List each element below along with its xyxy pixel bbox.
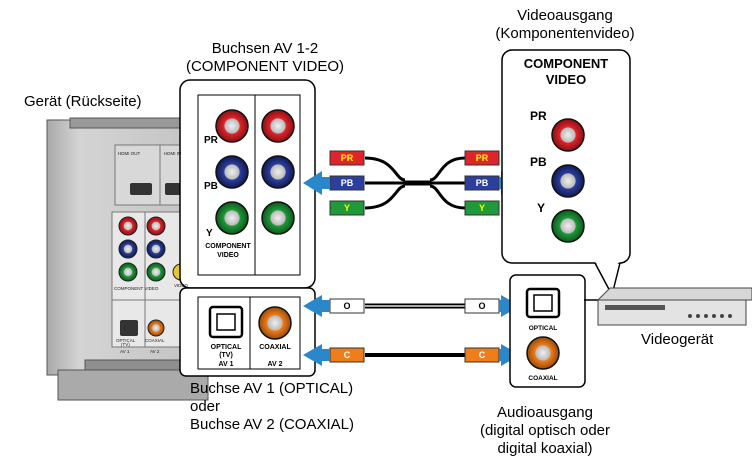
recv-hdmi-out-text: HDMI OUT bbox=[118, 151, 140, 156]
source-audio-panel bbox=[509, 274, 600, 388]
plug-pr-left: PR bbox=[341, 153, 354, 163]
source-component-title2: VIDEO bbox=[546, 72, 586, 87]
video-device-illustration bbox=[596, 287, 752, 326]
recv-optical-text: OPTICAL bbox=[116, 338, 136, 343]
input-line1: Buchse AV 1 (OPTICAL) bbox=[190, 380, 354, 397]
av-audio-inset bbox=[179, 287, 316, 377]
source-optical-label: OPTICAL bbox=[529, 325, 558, 332]
inset-component-caption1: COMPONENT bbox=[205, 243, 251, 250]
recv-component-text: COMPONENT VIDEO bbox=[114, 286, 159, 291]
plug-optical-left: O bbox=[343, 301, 350, 311]
inset-tv-label: (TV) bbox=[219, 352, 233, 359]
recv-tv-text: (TV) bbox=[121, 342, 130, 347]
inset-pr-label: PR bbox=[204, 135, 219, 146]
inset-optical-label: OPTICAL bbox=[211, 344, 242, 351]
receiver-component-jacks bbox=[118, 216, 166, 282]
receiver-optical-jack bbox=[120, 320, 138, 336]
source-coaxial-label: COAXIAL bbox=[528, 375, 557, 382]
plug-coaxial-right: C bbox=[479, 350, 486, 360]
inset-av2-label: AV 2 bbox=[267, 361, 282, 368]
inset-y-label: Y bbox=[206, 228, 213, 239]
source-component-title1: COMPONENT bbox=[524, 56, 609, 71]
plug-pb-left: PB bbox=[341, 178, 354, 188]
plug-pb-right: PB bbox=[476, 178, 489, 188]
plug-pr-right: PR bbox=[476, 153, 489, 163]
source-y-label: Y bbox=[537, 201, 545, 215]
audio-out-line3: digital koaxial) bbox=[497, 440, 593, 457]
av12-label-line1: Buchsen AV 1-2 bbox=[211, 40, 319, 57]
av12-label: Buchsen AV 1-2 (COMPONENT VIDEO) bbox=[175, 40, 355, 76]
source-pr-label: PR bbox=[530, 109, 547, 123]
recv-hdmi-in-text: HDMI IN bbox=[164, 151, 181, 156]
recv-av2-text: AV 2 bbox=[150, 349, 160, 354]
audio-cables bbox=[329, 298, 500, 363]
source-pb-label: PB bbox=[530, 155, 547, 169]
inset-av1-label: AV 1 bbox=[218, 361, 233, 368]
plug-optical-right: O bbox=[478, 301, 485, 311]
component-cables bbox=[329, 150, 500, 216]
input-line2: oder bbox=[190, 398, 221, 415]
input-jack-label: Buchse AV 1 (OPTICAL) oder Buchse AV 2 (… bbox=[190, 380, 354, 434]
source-component-panel bbox=[501, 49, 631, 296]
signal-flow-arrows bbox=[303, 171, 520, 366]
av-component-inset bbox=[179, 79, 316, 289]
plug-coaxial-left: C bbox=[344, 350, 351, 360]
recv-coaxial-text: COAXIAL bbox=[145, 338, 165, 343]
audio-out-line1: Audioausgang bbox=[497, 404, 593, 421]
video-out-line1: Videoausgang bbox=[517, 7, 613, 24]
inset-pb-label: PB bbox=[204, 181, 218, 192]
plug-y-right: Y bbox=[479, 203, 485, 213]
video-out-label: Videoausgang (Komponentenvideo) bbox=[480, 7, 650, 43]
receiver-coaxial-jack bbox=[147, 319, 165, 337]
audio-out-label: Audioausgang (digital optisch oder digit… bbox=[450, 404, 640, 458]
recv-video-text: VIDEO bbox=[174, 283, 189, 288]
input-line3: Buchse AV 2 (COAXIAL) bbox=[190, 416, 354, 433]
av12-label-line2: (COMPONENT VIDEO) bbox=[185, 58, 345, 75]
recv-av1-text: AV 1 bbox=[120, 349, 130, 354]
plug-y-left: Y bbox=[344, 203, 350, 213]
video-out-line2: (Komponentenvideo) bbox=[495, 25, 635, 42]
video-device-label: Videogerät bbox=[641, 331, 714, 348]
audio-out-line2: (digital optisch oder bbox=[479, 422, 611, 439]
inset-component-caption2: VIDEO bbox=[217, 252, 239, 259]
device-rear-label: Gerät (Rückseite) bbox=[24, 93, 142, 110]
inset-coaxial-label: COAXIAL bbox=[259, 344, 291, 351]
